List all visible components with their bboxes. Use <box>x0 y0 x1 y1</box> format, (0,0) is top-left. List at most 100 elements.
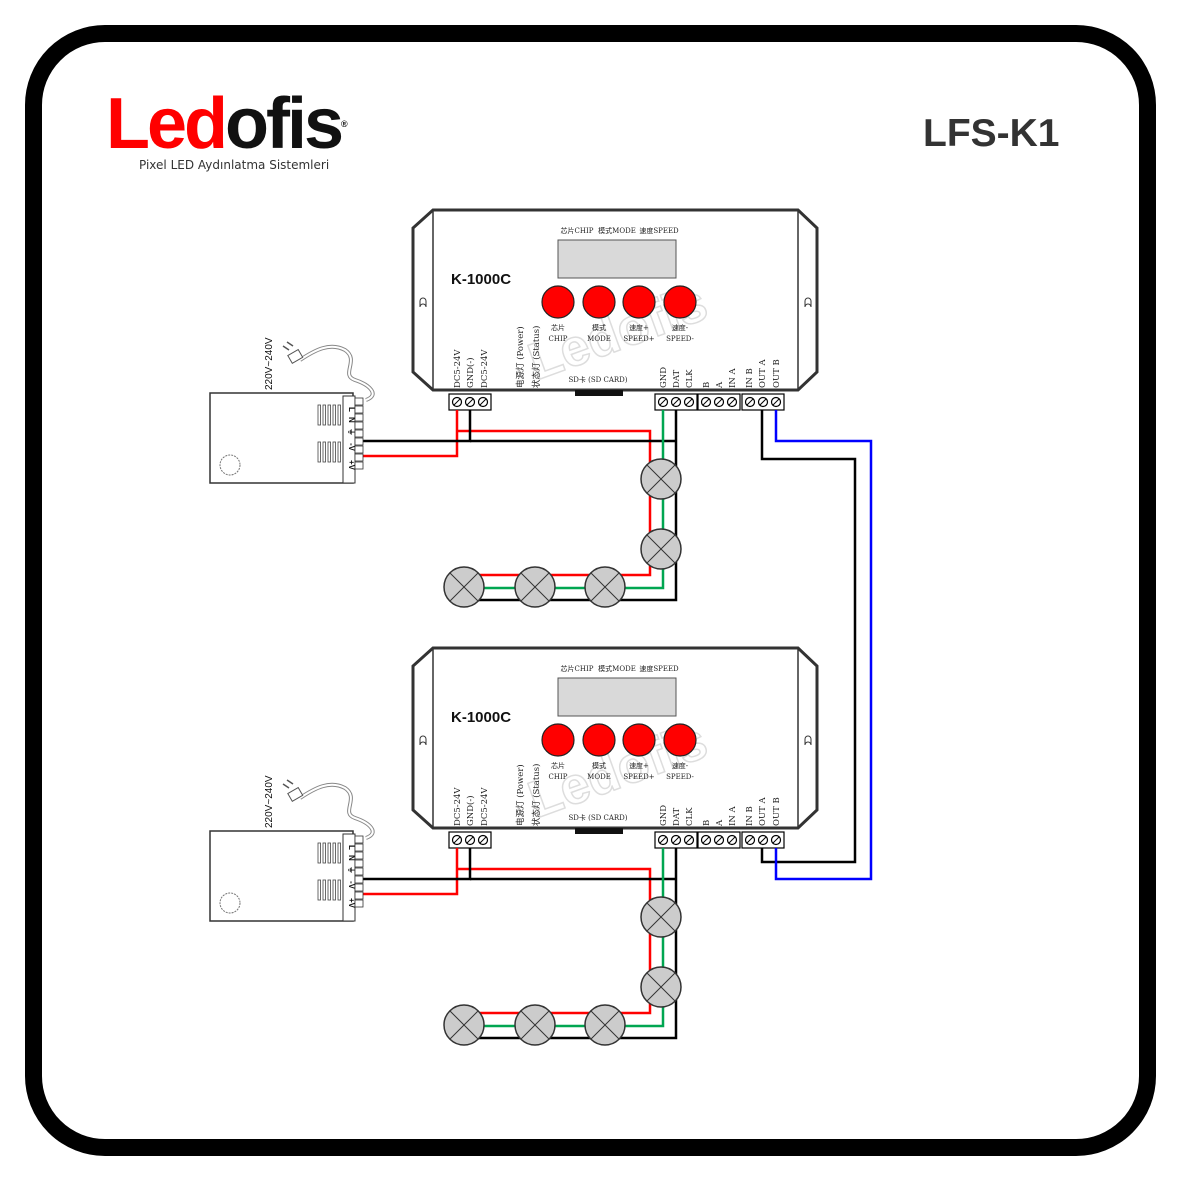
psu-terminal-label: +V <box>347 460 356 471</box>
psu-screw <box>354 899 364 908</box>
power-terminal-label: DC5-24V <box>480 787 490 826</box>
sd-card-label: SD卡 (SD CARD) <box>568 375 627 384</box>
psu-screw <box>354 843 364 852</box>
wire-sync-out-a <box>760 410 857 864</box>
model-title: LFS-K1 <box>923 112 1060 155</box>
mounting-hole-icon <box>419 297 427 308</box>
ab-terminal-label: A <box>715 819 725 827</box>
button-label-en: MODE <box>587 335 611 343</box>
button-label-en: SPEED+ <box>623 773 654 781</box>
ab-terminal-block <box>697 393 741 411</box>
button-label-cn: 速度- <box>672 761 689 770</box>
lcd-display <box>557 239 677 279</box>
psu-screw <box>354 867 364 876</box>
ab-terminal-label: B <box>702 382 712 388</box>
button-speed-down[interactable] <box>663 723 697 757</box>
button-label-cn: 模式 <box>592 761 606 770</box>
button-speed-up[interactable] <box>622 285 656 319</box>
vent-slot <box>327 879 331 901</box>
wire-pixel-data <box>464 410 665 590</box>
wire-pixel-power <box>457 867 652 1015</box>
psu-screw <box>354 453 364 462</box>
logo-tagline: Pixel LED Aydınlatma Sistemleri <box>139 158 330 172</box>
controller-model: K-1000C <box>451 709 511 726</box>
display-label: 速度SPEED <box>639 664 679 673</box>
indicator-label: 状态灯 (Status) <box>531 764 542 826</box>
power-cord <box>298 344 375 402</box>
plug-icon <box>282 779 304 803</box>
vent-slot <box>327 441 331 463</box>
power-terminal-label: GND(-) <box>465 795 476 826</box>
button-mode[interactable] <box>582 723 616 757</box>
mounting-hole-icon <box>419 735 427 746</box>
psu-terminal-label: L <box>347 845 356 850</box>
button-label-en: MODE <box>587 773 611 781</box>
button-label-en: CHIP <box>549 773 568 781</box>
button-chip[interactable] <box>541 723 575 757</box>
led-pixel <box>584 566 626 608</box>
sd-card-slot[interactable] <box>575 390 623 396</box>
ledofis-logo: Ledofis® Pixel LED Aydınlatma Sistemleri <box>106 88 347 172</box>
psu-terminal-label: N <box>347 417 356 423</box>
indicator-label: 电源灯 (Power) <box>515 326 526 388</box>
vent-slot <box>332 879 336 901</box>
button-label-en: SPEED+ <box>623 335 654 343</box>
vent-slot <box>322 404 326 426</box>
psu-screw <box>354 445 364 454</box>
psu-terminal-label: ⏚ <box>347 428 356 436</box>
led-pixel <box>640 896 682 938</box>
power-terminal-label: DC5-24V <box>453 349 463 388</box>
psu-screw <box>354 429 364 438</box>
vent-slot <box>317 879 321 901</box>
display-label: 模式MODE <box>598 664 636 673</box>
vent-slot <box>332 404 336 426</box>
button-label-cn: 芯片 <box>551 323 565 332</box>
vent-slot <box>337 842 341 864</box>
psu-screw <box>354 437 364 446</box>
ab-terminal-block <box>697 831 741 849</box>
output-terminal-block <box>654 831 698 849</box>
psu-terminal-label: N <box>347 855 356 861</box>
fan-icon <box>219 892 241 914</box>
output-terminal-label: GND <box>659 367 669 388</box>
vent-slot <box>337 879 341 901</box>
power-terminal-label: GND(-) <box>465 357 476 388</box>
psu-voltage-label: 220V~240V <box>264 775 275 828</box>
power-cord <box>298 782 375 840</box>
button-speed-up[interactable] <box>622 723 656 757</box>
button-label-cn: 模式 <box>592 323 606 332</box>
vent-slot <box>317 842 321 864</box>
vent-slot <box>332 441 336 463</box>
psu-screw <box>354 397 364 406</box>
vent-slot <box>322 441 326 463</box>
vent-slot <box>327 842 331 864</box>
vent-slot <box>337 441 341 463</box>
indicator-label: 状态灯 (Status) <box>531 326 542 388</box>
vent-slot <box>322 879 326 901</box>
mounting-hole-icon <box>804 297 812 308</box>
sd-card-slot[interactable] <box>575 828 623 834</box>
wire-power-ground <box>362 848 472 881</box>
sync-terminal-block <box>741 393 785 411</box>
button-chip[interactable] <box>541 285 575 319</box>
psu-screw <box>354 851 364 860</box>
output-terminal-label: CLK <box>685 807 695 826</box>
led-pixel <box>640 966 682 1008</box>
button-label-en: SPEED- <box>666 773 694 781</box>
psu-terminal-label: ⏚ <box>347 866 356 874</box>
button-speed-down[interactable] <box>663 285 697 319</box>
vent-slot <box>317 404 321 426</box>
logo-black-text: ofis <box>225 84 344 164</box>
power-terminal-block <box>448 393 492 411</box>
psu-terminal-label: L <box>347 407 356 412</box>
output-terminal-label: GND <box>659 805 669 826</box>
ab-terminal-label: IN A <box>728 806 738 826</box>
vent-slot <box>327 404 331 426</box>
psu-voltage-label: 220V~240V <box>264 337 275 390</box>
sync-terminal-label: OUT B <box>772 797 782 826</box>
power-terminal-block <box>448 831 492 849</box>
button-mode[interactable] <box>582 285 616 319</box>
